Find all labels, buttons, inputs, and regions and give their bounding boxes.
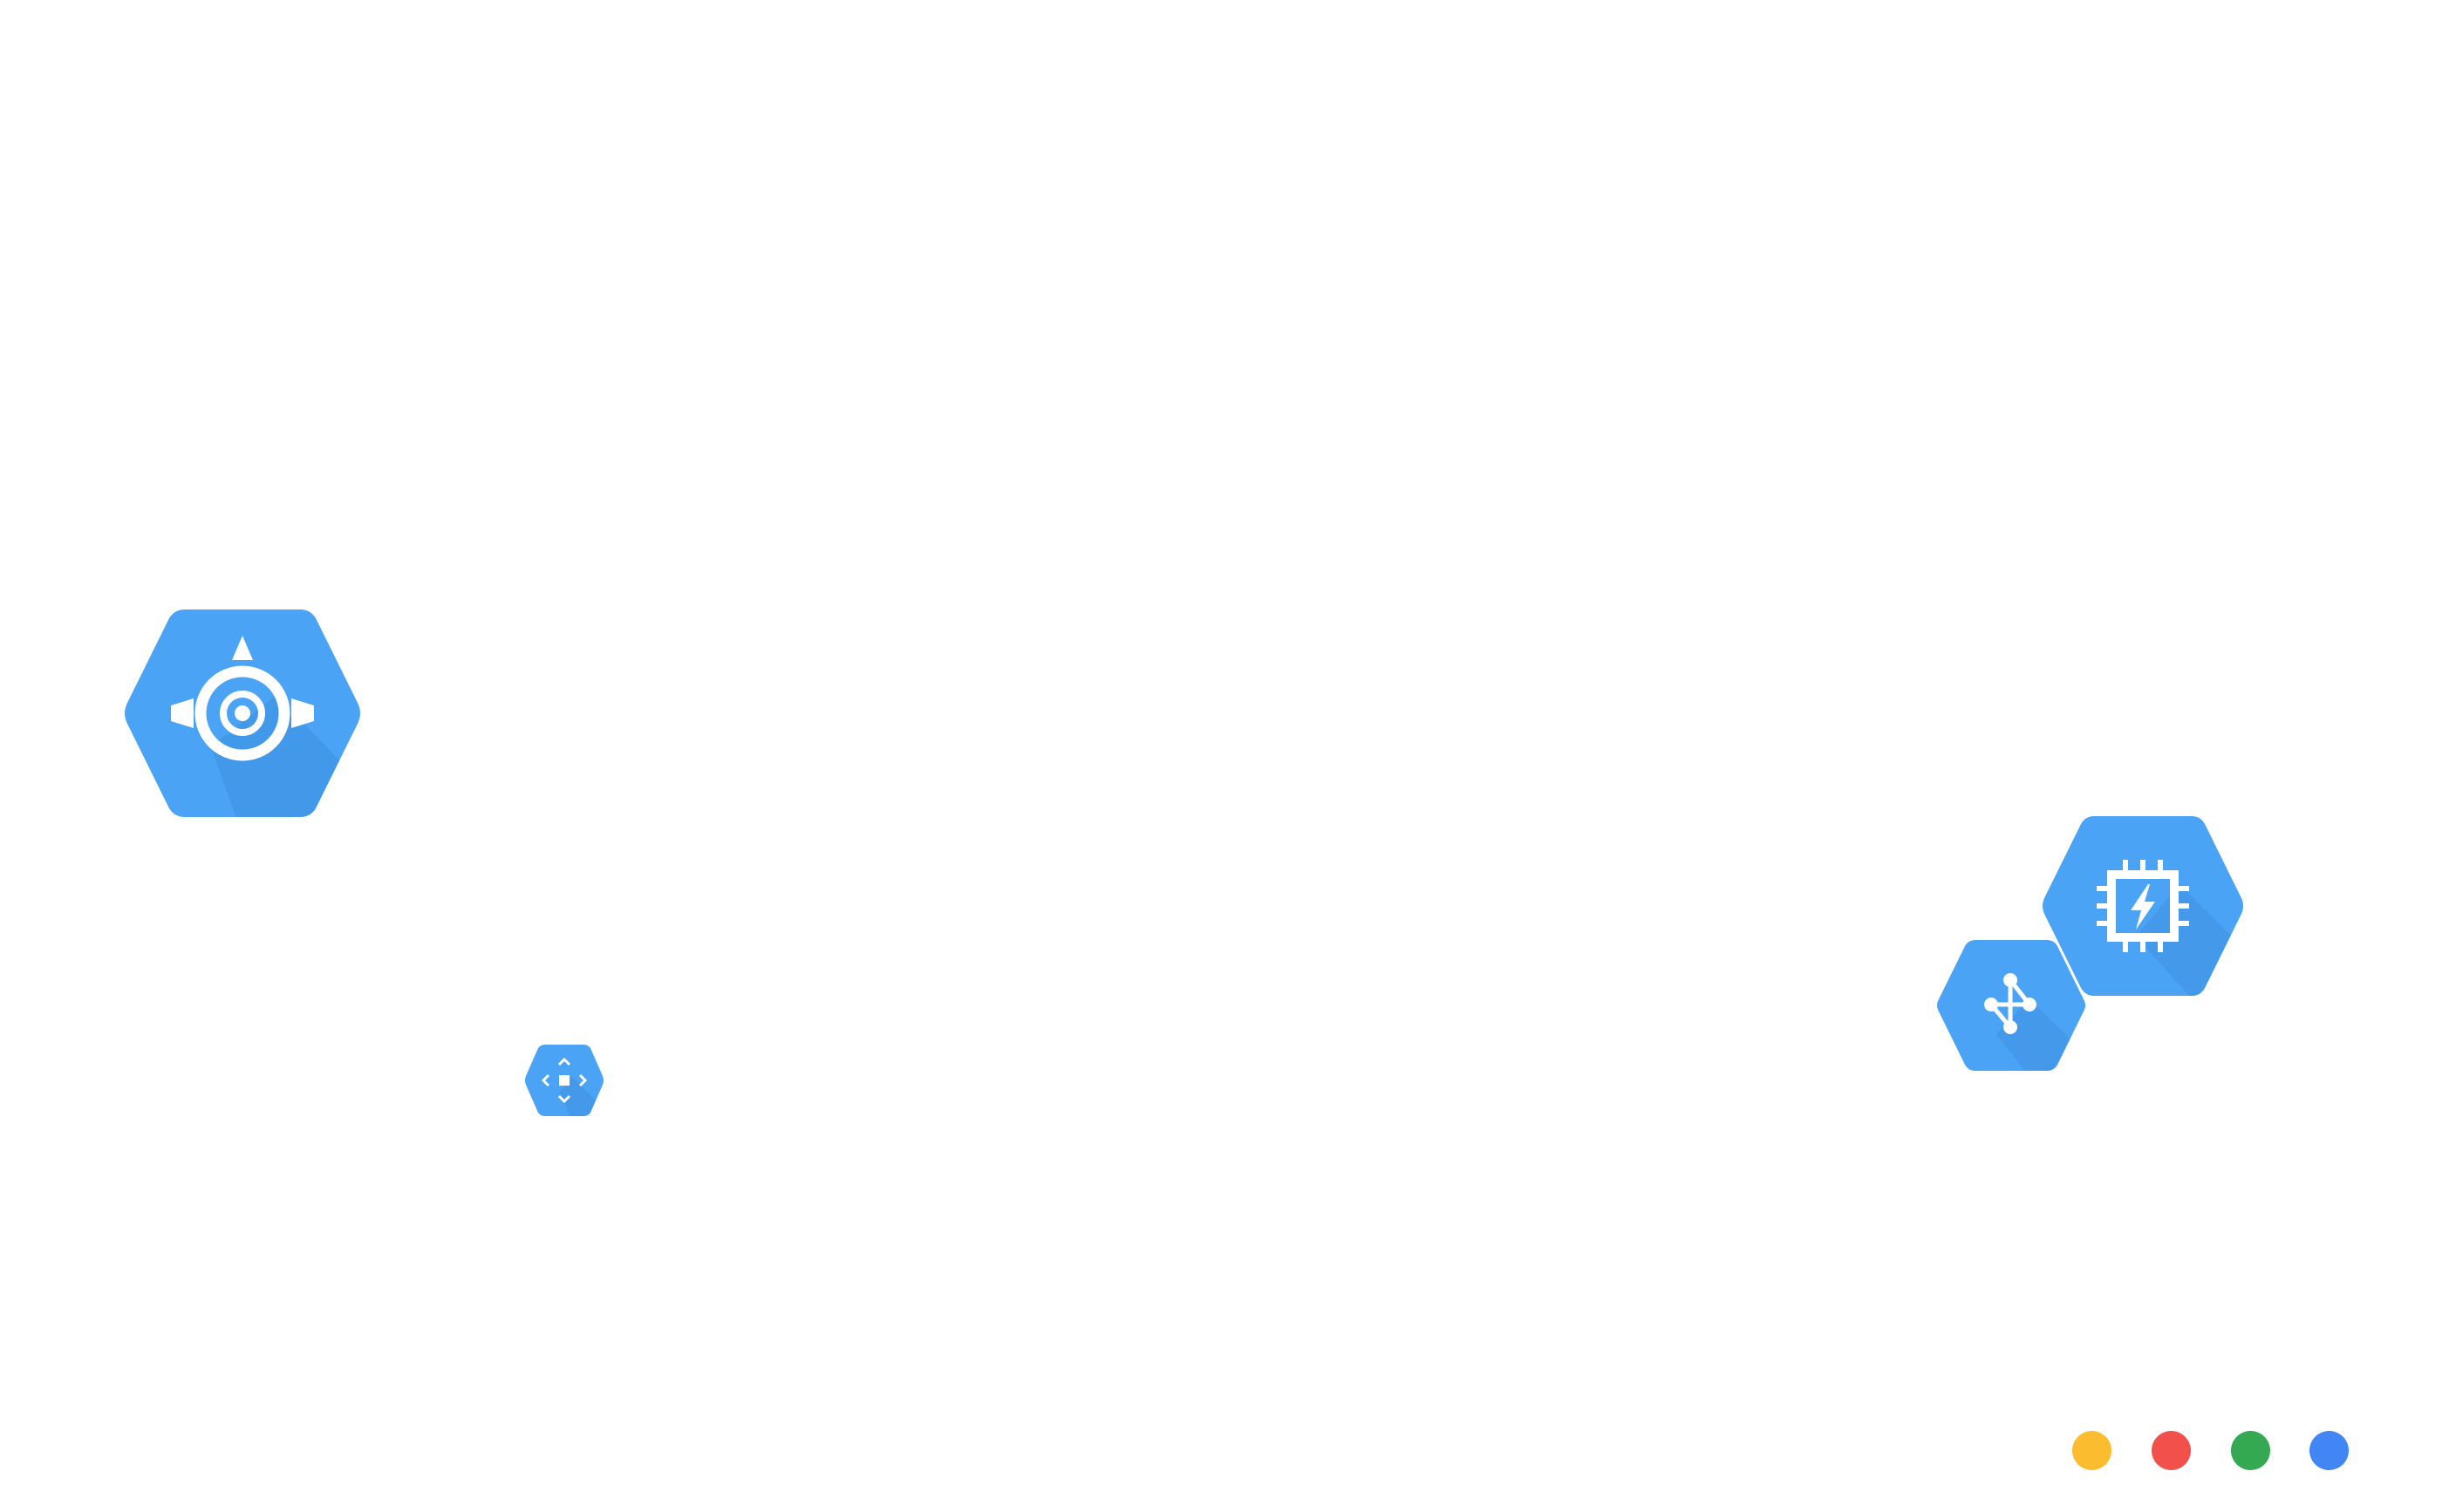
green-dot [2231,1431,2270,1470]
yellow-dot [2072,1431,2111,1470]
app-engine-icon [125,610,360,817]
compute-engine-icon [2043,816,2243,996]
network-icon [1937,940,2085,1071]
red-dot [2152,1431,2191,1470]
blue-dot [2309,1431,2349,1470]
endpoints-icon [525,1045,604,1116]
brand-dots [2072,1431,2351,1471]
